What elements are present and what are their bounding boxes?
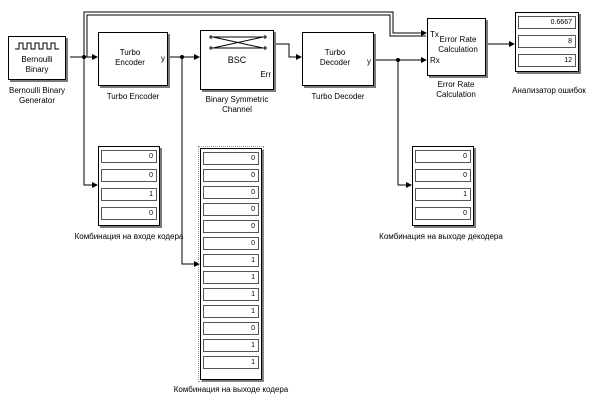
bernoulli-caption-line2: Generator: [18, 96, 56, 105]
decoder-label-line2: Decoder: [319, 58, 351, 67]
encoder-input-cell: 1: [101, 188, 157, 201]
turbo-encoder-block[interactable]: Turbo Encoder y: [98, 32, 168, 86]
encoder-output-caption: Комбинация на выходе кодера: [173, 385, 289, 394]
bernoulli-label-line2: Binary: [25, 65, 49, 74]
decoder-port-y: y: [367, 57, 371, 66]
encoder-output-cell: 0: [203, 152, 259, 165]
binary-symmetric-channel-block[interactable]: BSC Err: [200, 30, 274, 90]
decoder-label-line1: Turbo: [324, 48, 346, 57]
bsc-label: BSC: [227, 55, 247, 65]
wire-gen-to-tx: [83, 11, 427, 57]
bsc-caption-line1: Binary Symmetric: [205, 95, 269, 104]
bernoulli-caption: Bernoulli Binary Generator: [2, 86, 72, 106]
error-rate-caption: Error Rate Calculation: [418, 80, 494, 100]
encoder-input-cell: 0: [101, 169, 157, 182]
encoder-label-line2: Encoder: [115, 58, 145, 67]
error-rate-caption-line1: Error Rate: [437, 80, 475, 89]
wire-decoder-to-output-display: [397, 60, 412, 188]
error-rate-label-line1: Error Rate: [439, 35, 477, 44]
encoder-output-cell: 0: [203, 203, 259, 216]
encoder-output-cell: 0: [203, 186, 259, 199]
error-rate-calculation-block[interactable]: Tx Rx Error Rate Calculation: [427, 18, 486, 76]
encoder-input-cell: 0: [101, 207, 157, 220]
error-analyzer-display[interactable]: 0.6667 8 12: [515, 12, 579, 72]
error-rate-label-line2: Calculation: [438, 45, 478, 54]
bsc-caption-line2: Channel: [222, 105, 252, 114]
turbo-decoder-block[interactable]: Turbo Decoder y: [302, 32, 374, 86]
error-analyzer-cell: 8: [518, 35, 576, 48]
error-analyzer-cell: 0.6667: [518, 16, 576, 29]
encoder-output-cell: 0: [203, 169, 259, 182]
encoder-output-cell: 1: [203, 356, 259, 369]
junction-dot: [180, 55, 184, 59]
decoder-output-cell: 0: [415, 207, 471, 220]
error-analyzer-cell: 12: [518, 54, 576, 67]
encoder-output-cell: 1: [203, 305, 259, 318]
bernoulli-caption-line1: Bernoulli Binary: [8, 86, 66, 95]
error-rate-port-tx: Tx: [430, 30, 439, 39]
encoder-input-caption: Комбинация на входе кодера: [74, 232, 184, 241]
channel-transition-icon: [209, 35, 267, 50]
error-rate-caption-line2: Calculation: [436, 90, 476, 99]
wire-encoder-to-output-display: [181, 57, 200, 267]
decoder-output-display[interactable]: 0 0 1 0: [412, 146, 474, 226]
encoder-output-cell: 0: [203, 237, 259, 250]
encoder-input-display[interactable]: 0 0 1 0: [98, 146, 160, 226]
junction-dot: [82, 55, 86, 59]
error-rate-port-rx: Rx: [430, 56, 440, 65]
junction-dot: [396, 58, 400, 62]
wire-gen-to-tx-2: [86, 14, 426, 57]
bsc-port-err: Err: [260, 70, 271, 79]
decoder-output-cell: 1: [415, 188, 471, 201]
decoder-output-cell: 0: [415, 169, 471, 182]
encoder-output-cell: 1: [203, 288, 259, 301]
wire-gen-to-input-display: [83, 57, 98, 188]
encoder-label-line1: Turbo: [119, 48, 141, 57]
encoder-output-display[interactable]: 0 0 0 0 0 0 1 1 1 1 0 1 1: [198, 146, 264, 382]
encoder-output-cell: 1: [203, 339, 259, 352]
encoder-output-cell: 1: [203, 271, 259, 284]
wire-bsc-to-decoder: [275, 43, 302, 60]
decoder-output-caption: Комбинация на выходе декодера: [379, 232, 503, 241]
error-analyzer-caption: Анализатор ошибок: [512, 86, 586, 95]
bsc-caption: Binary Symmetric Channel: [194, 95, 280, 115]
encoder-port-y: y: [161, 54, 165, 63]
encoder-input-cell: 0: [101, 150, 157, 163]
pulse-train-icon: [15, 42, 59, 50]
bernoulli-binary-generator-block[interactable]: Bernoulli Binary: [8, 36, 66, 80]
encoder-caption: Turbo Encoder: [106, 92, 160, 101]
decoder-output-cell: 0: [415, 150, 471, 163]
decoder-caption: Turbo Decoder: [311, 92, 365, 101]
encoder-output-cell: 0: [203, 322, 259, 335]
encoder-output-cell: 0: [203, 220, 259, 233]
encoder-output-cell: 1: [203, 254, 259, 267]
bernoulli-label-line1: Bernoulli: [21, 55, 53, 64]
